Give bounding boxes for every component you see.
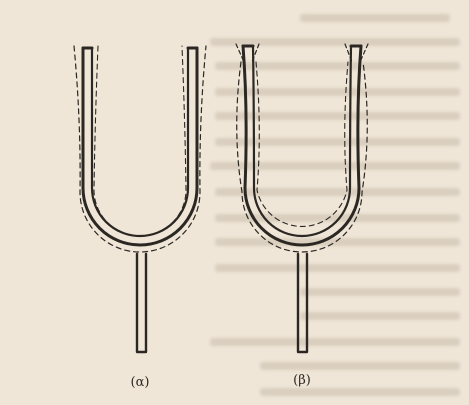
label-a: (α): [131, 375, 150, 390]
label-b: (β): [293, 373, 311, 388]
